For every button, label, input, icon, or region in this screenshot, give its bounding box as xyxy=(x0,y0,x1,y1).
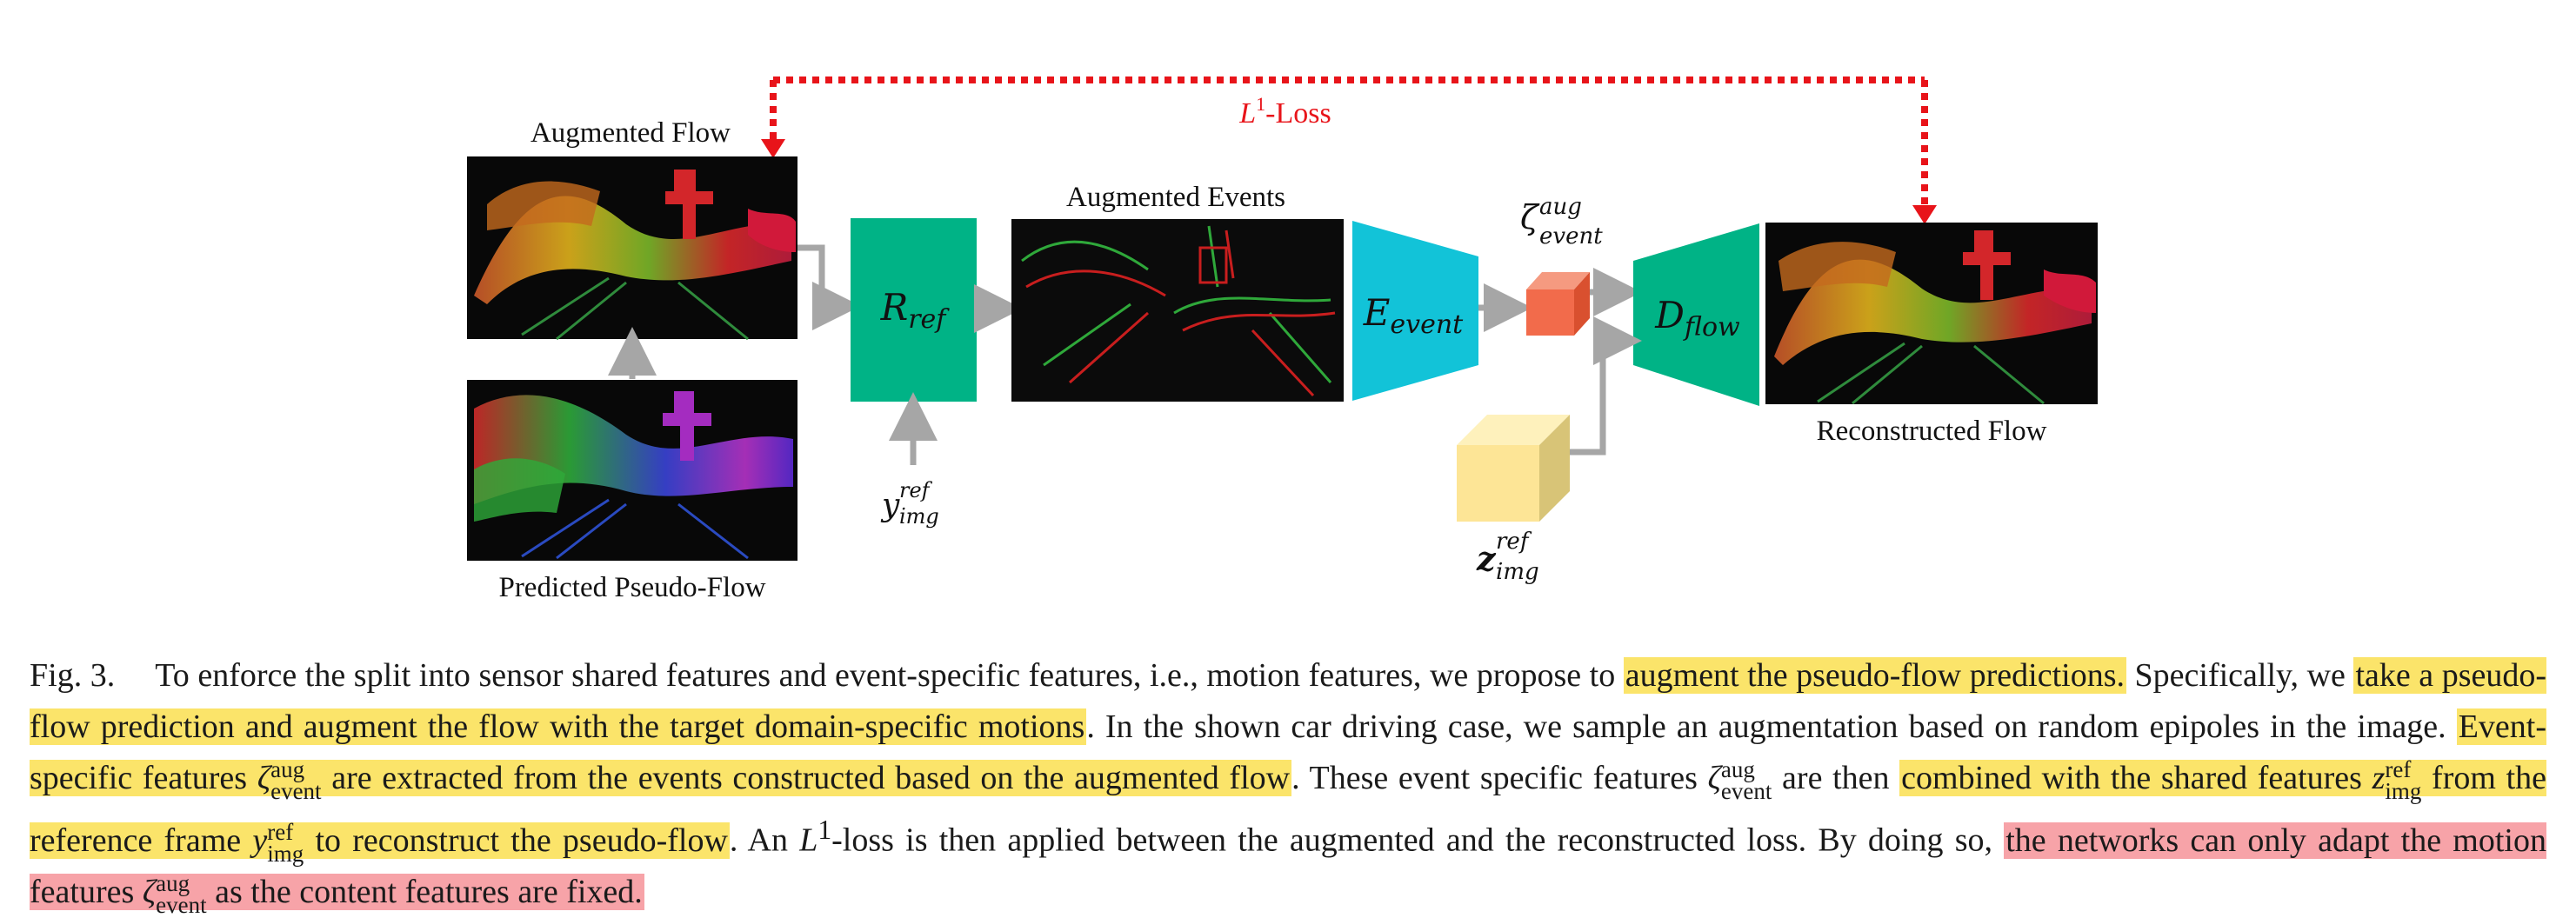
svg-text:z: z xyxy=(1476,539,1497,578)
highlight-1: augment the pseudo-flow predictions. xyxy=(1623,657,2126,694)
loss-arrowhead-left xyxy=(761,139,785,158)
flow-to-rref-arrow xyxy=(797,244,861,330)
svg-text:ref: ref xyxy=(1496,529,1532,555)
d-flow-label: Dflow xyxy=(1654,294,1740,343)
svg-text:event: event xyxy=(1539,223,1603,249)
e-event-encoder xyxy=(1352,221,1478,401)
augmented-events-label: Augmented Events xyxy=(1066,182,1285,213)
augmented-flow-image xyxy=(467,156,797,341)
r-ref-block xyxy=(851,218,977,402)
svg-text:img: img xyxy=(899,504,939,529)
z-img-ref-symbol: z ref img xyxy=(1476,529,1539,585)
content-to-decoder-arrow xyxy=(1570,316,1642,456)
figure-number: Fig. 3. xyxy=(30,657,116,694)
event-feature-cube xyxy=(1526,272,1590,336)
reconstructed-flow-image xyxy=(1765,223,2098,405)
svg-text:img: img xyxy=(1496,559,1539,585)
svg-text:ζ: ζ xyxy=(1520,198,1540,236)
predicted-pseudo-flow-image xyxy=(467,380,797,561)
svg-text:y: y xyxy=(880,488,900,523)
l1-loss-connector xyxy=(761,76,1937,224)
loss-arrowhead-right xyxy=(1912,205,1937,224)
d-flow-decoder xyxy=(1633,223,1759,406)
reconstructed-flow-label: Reconstructed Flow xyxy=(1817,416,2047,447)
svg-text:aug: aug xyxy=(1539,194,1582,220)
image-content-cube xyxy=(1457,415,1570,522)
r-ref-label: Rref xyxy=(880,286,951,335)
l1-loss-label: L1-Loss xyxy=(1238,93,1331,130)
augmented-events-image xyxy=(1011,219,1344,402)
e-event-label: Eevent xyxy=(1363,291,1464,340)
figure-caption: Fig. 3.To enforce the split into sensor … xyxy=(30,657,2547,918)
augmented-flow-label: Augmented Flow xyxy=(531,117,731,149)
zeta-event-aug-symbol: ζ aug event xyxy=(1520,194,1603,249)
y-img-ref-symbol: y ref img xyxy=(880,478,939,529)
svg-text:ref: ref xyxy=(899,478,933,502)
method-figure: L1-Loss Augmented Flow Predicted Pseudo-… xyxy=(467,76,2098,603)
predicted-pseudo-flow-label: Predicted Pseudo-Flow xyxy=(498,572,765,603)
